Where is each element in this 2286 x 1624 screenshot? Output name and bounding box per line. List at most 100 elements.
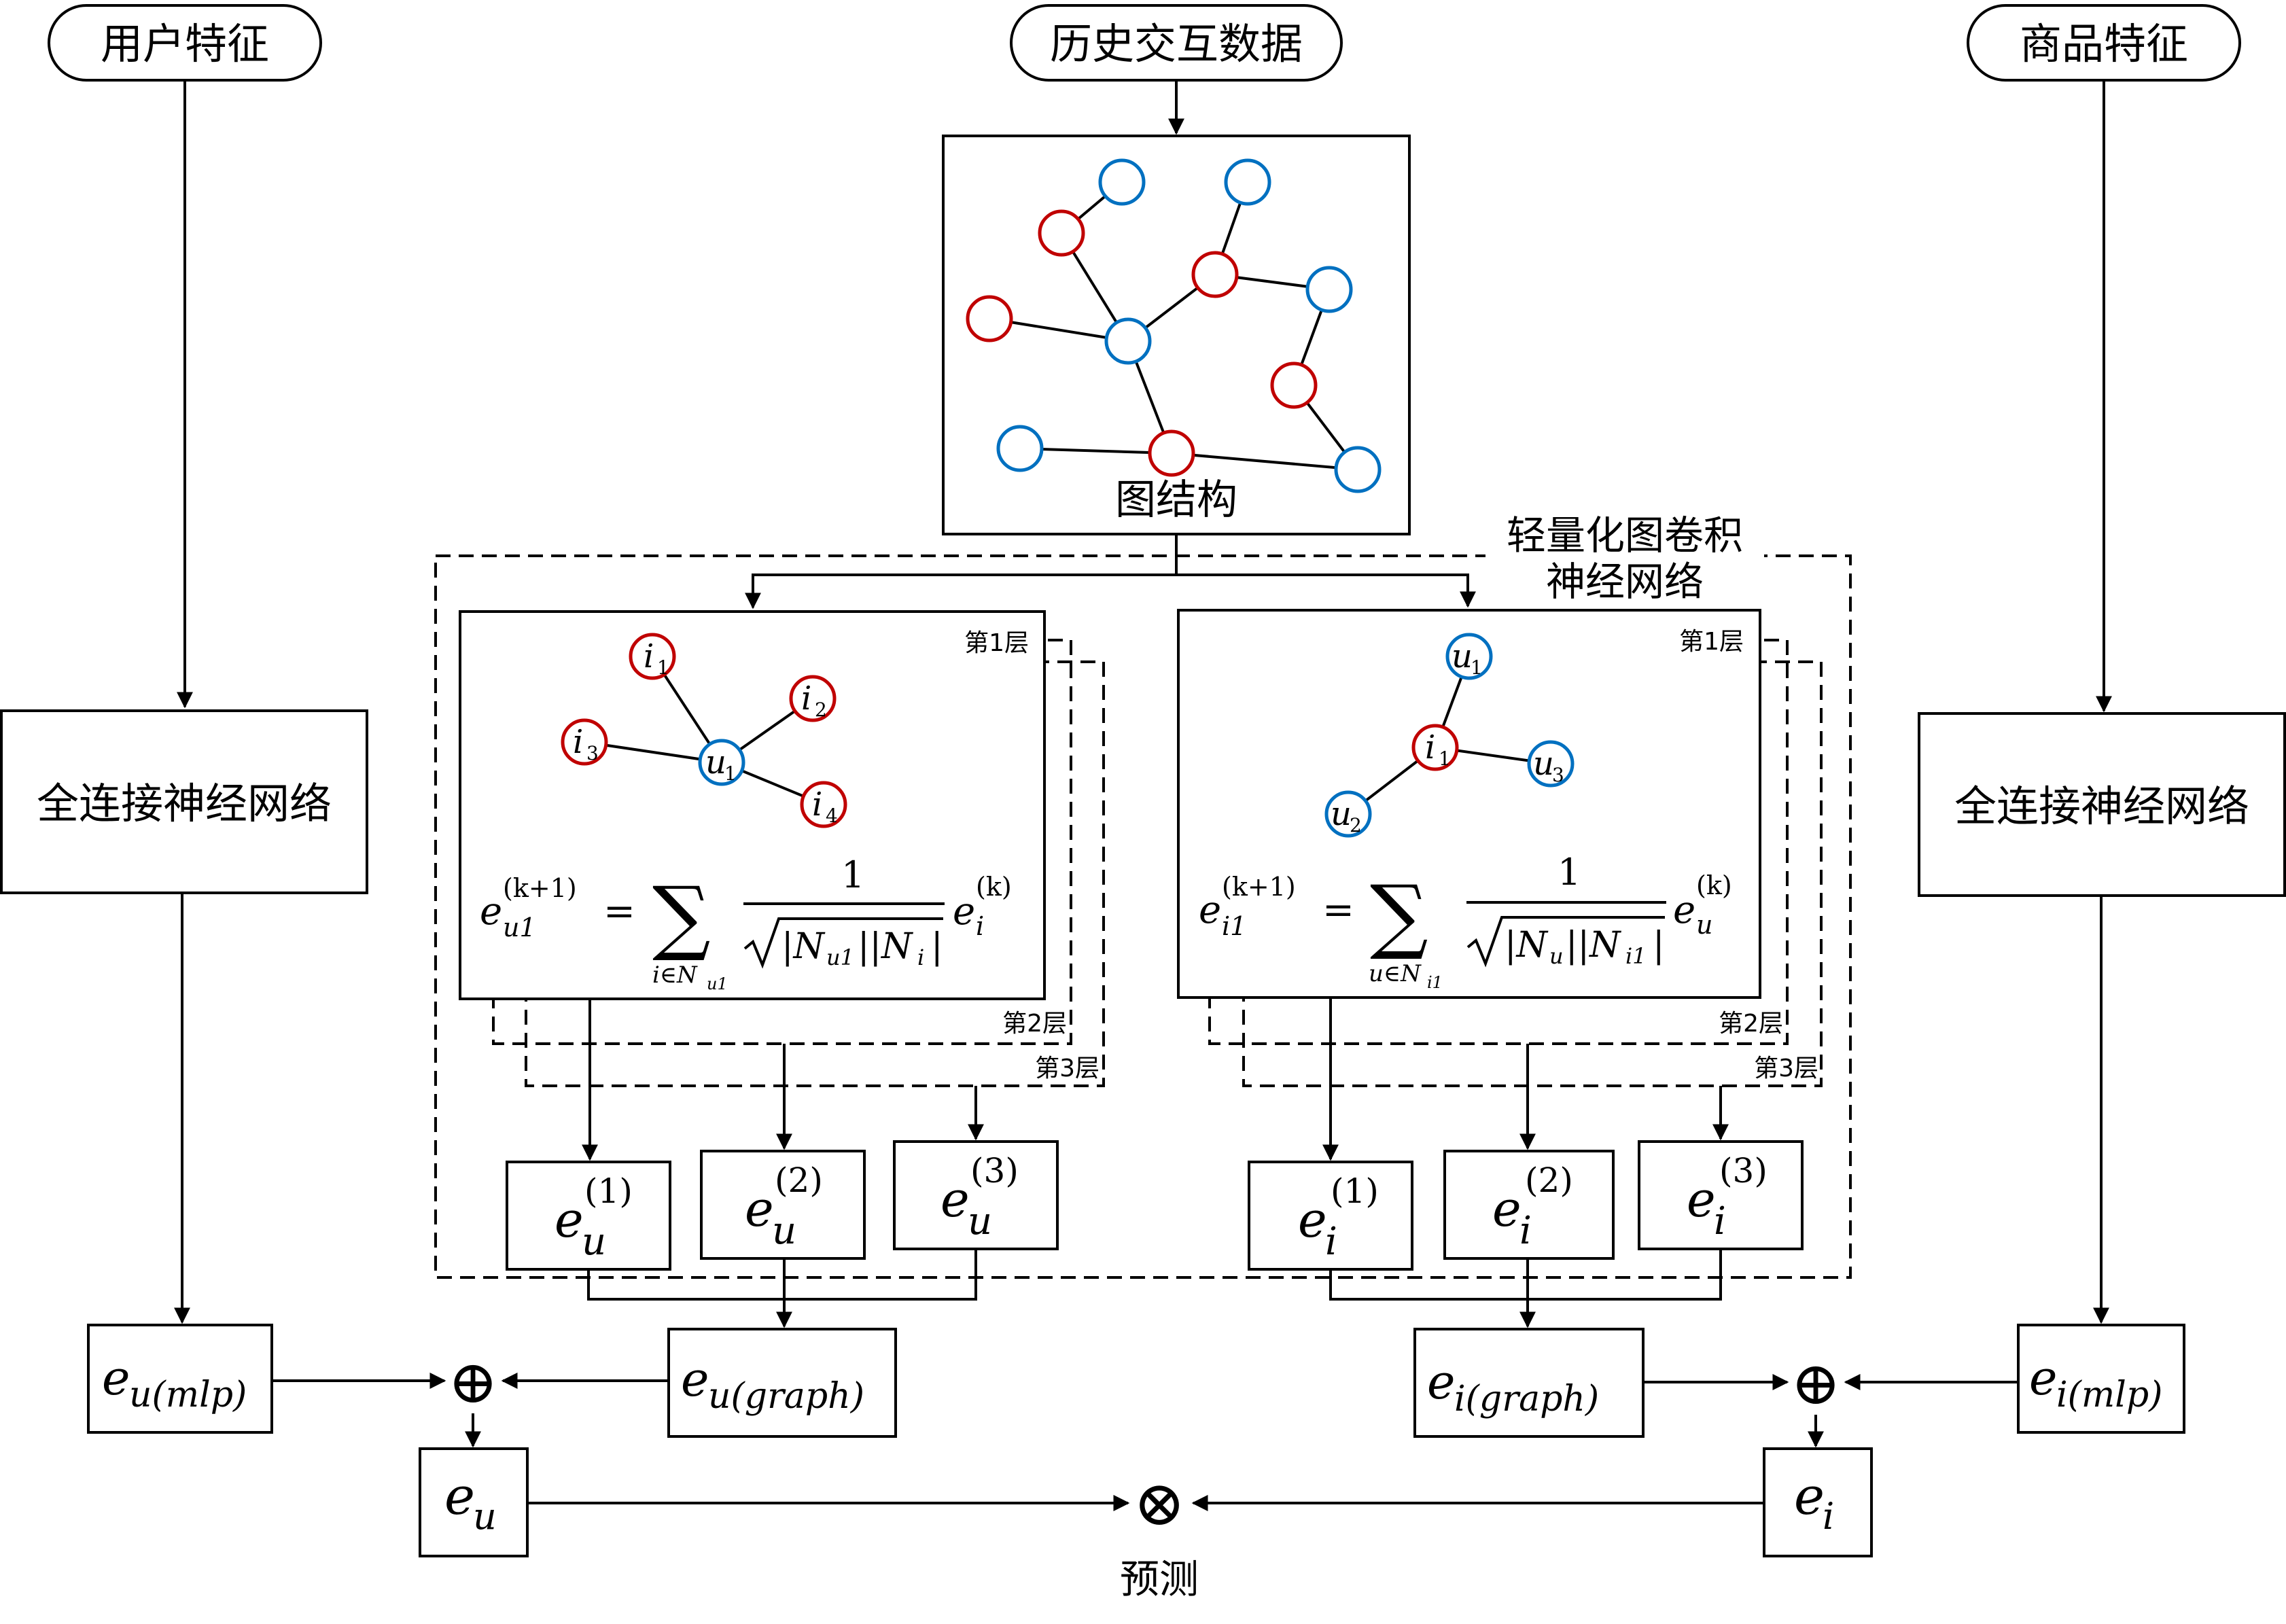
svg-text:u: u: [968, 1199, 992, 1243]
svg-text:e: e: [2029, 1350, 2057, 1406]
svg-text:u: u: [473, 1495, 497, 1538]
svg-text:|N: |N: [781, 926, 826, 967]
item-node-i3: i 3: [561, 718, 608, 766]
svg-text:e: e: [102, 1350, 130, 1406]
user-node-u1: u 1: [698, 739, 745, 786]
graph-user-node: [996, 425, 1044, 472]
svg-text:2: 2: [1350, 814, 1362, 836]
history-label: 历史交互数据: [1050, 19, 1303, 69]
item-concat-op: ⊕: [1791, 1348, 1841, 1418]
svg-text:u(mlp): u(mlp): [129, 1375, 247, 1415]
svg-text:i∈N: i∈N: [652, 961, 698, 989]
svg-text:e: e: [745, 1180, 774, 1237]
user-node-u3: u 3: [1527, 740, 1575, 788]
graph-user-node: [1305, 266, 1353, 313]
user-subgraph: i 1 i 2 i 3 i 4 u 1: [561, 633, 847, 828]
svg-text:i1: i1: [1625, 943, 1647, 969]
graph-item-node: [1191, 251, 1239, 298]
svg-text:(k): (k): [1696, 870, 1732, 900]
svg-text:i: i: [573, 723, 583, 761]
graph-user-node: [1224, 158, 1271, 206]
svg-text:u: u: [772, 1209, 796, 1253]
svg-text:e: e: [1794, 1466, 1825, 1526]
embedding-eu-graph: e u(graph): [667, 1328, 897, 1438]
predict-label: 预测: [1120, 1556, 1199, 1602]
item-gcn-stack: 第1层 第2层 第3层 u 1 i 1 u 3: [1177, 609, 1823, 1087]
user-layer3-label: 第3层: [1035, 1055, 1100, 1082]
svg-text:1: 1: [1439, 747, 1451, 770]
svg-text:u1: u1: [707, 974, 728, 993]
svg-text:|: |: [1653, 925, 1665, 966]
item-mlp-label: 全连接神经网络: [1954, 781, 2249, 831]
embedding-ei2: e (2) i: [1443, 1150, 1615, 1260]
embedding-ei-mlp: e i(mlp): [2017, 1324, 2185, 1434]
lightgcn-label-line1: 轻量化图卷积: [1507, 512, 1743, 559]
item-layer-combine: [1329, 1249, 1722, 1301]
graph-item-node: [1148, 429, 1195, 477]
user-concat-op: ⊕: [448, 1347, 498, 1417]
svg-text:i: i: [1325, 1220, 1337, 1264]
svg-text:i: i: [1519, 1209, 1532, 1253]
item-mlp-box: 全连接神经网络: [1918, 712, 2286, 897]
graph-user-node: [1098, 158, 1146, 206]
embedding-ei: e i: [1763, 1447, 1873, 1557]
svg-text:i(mlp): i(mlp): [2056, 1375, 2162, 1415]
embedding-eu1: e (1) u: [506, 1161, 671, 1271]
svg-text:e: e: [681, 1352, 709, 1407]
svg-text:(k): (k): [976, 872, 1012, 902]
item-features-label: 商品特征: [2020, 19, 2188, 69]
svg-text:i: i: [1823, 1495, 1834, 1538]
svg-text:(3): (3): [970, 1151, 1019, 1190]
svg-text:e: e: [953, 889, 975, 934]
lightgcn-label-line2: 神经网络: [1546, 559, 1704, 605]
user-features-label: 用户特征: [101, 19, 269, 69]
graph-item-node: [966, 295, 1013, 342]
svg-text:e: e: [940, 1171, 970, 1228]
svg-text:=: =: [603, 889, 635, 934]
user-layer1-label: 第1层: [964, 629, 1029, 657]
svg-text:4: 4: [826, 805, 838, 827]
user-node-u2: u 2: [1324, 790, 1372, 838]
svg-text:∑: ∑: [1370, 868, 1428, 963]
svg-text:3: 3: [586, 742, 599, 764]
item-layer3-label: 第3层: [1754, 1055, 1818, 1082]
embedding-ei3: e (3) i: [1638, 1140, 1804, 1250]
svg-text:i: i: [917, 945, 924, 970]
svg-text:u: u: [1452, 637, 1473, 675]
svg-text:|: |: [931, 926, 943, 967]
svg-text:(1): (1): [1331, 1171, 1379, 1211]
svg-text:1: 1: [841, 853, 864, 896]
item-node-i4: i 4: [800, 781, 847, 828]
embedding-eu-mlp: e u(mlp): [87, 1324, 273, 1434]
svg-text:e: e: [1199, 888, 1221, 932]
svg-text:1: 1: [657, 656, 669, 679]
history-node: 历史交互数据: [1010, 4, 1343, 82]
svg-text:i1: i1: [1222, 911, 1246, 941]
item-node-i1: i 1: [629, 633, 676, 680]
user-gcn-layer1: [459, 610, 1046, 1000]
item-subgraph: u 1 i 1 u 3 u 2: [1324, 633, 1575, 838]
item-layer1-label: 第1层: [1679, 628, 1744, 656]
svg-text:(2): (2): [775, 1161, 823, 1200]
user-node-u1: u 1: [1445, 633, 1493, 680]
svg-text:(k+1): (k+1): [503, 873, 577, 903]
svg-text:e: e: [444, 1466, 475, 1526]
svg-text:u: u: [1533, 745, 1554, 783]
svg-text:e: e: [555, 1191, 584, 1248]
user-mlp-box: 全连接神经网络: [0, 709, 368, 894]
embedding-eu3: e (3) u: [893, 1140, 1059, 1250]
svg-text:u: u: [1331, 795, 1352, 833]
svg-text:i: i: [1714, 1199, 1726, 1243]
arrow-graph-to-user-gcn: [745, 534, 1178, 610]
embedding-ei-graph: e i(graph): [1413, 1328, 1645, 1438]
item-node-i2: i 2: [789, 675, 837, 722]
svg-text:1: 1: [724, 762, 737, 785]
graph-user-node: [1334, 446, 1382, 493]
embedding-eu: e u: [419, 1447, 529, 1557]
svg-text:u: u: [705, 743, 726, 781]
svg-text:i: i: [801, 679, 811, 718]
svg-text:u: u: [1549, 943, 1564, 969]
svg-text:||N: ||N: [858, 926, 913, 967]
svg-text:=: =: [1322, 888, 1354, 932]
